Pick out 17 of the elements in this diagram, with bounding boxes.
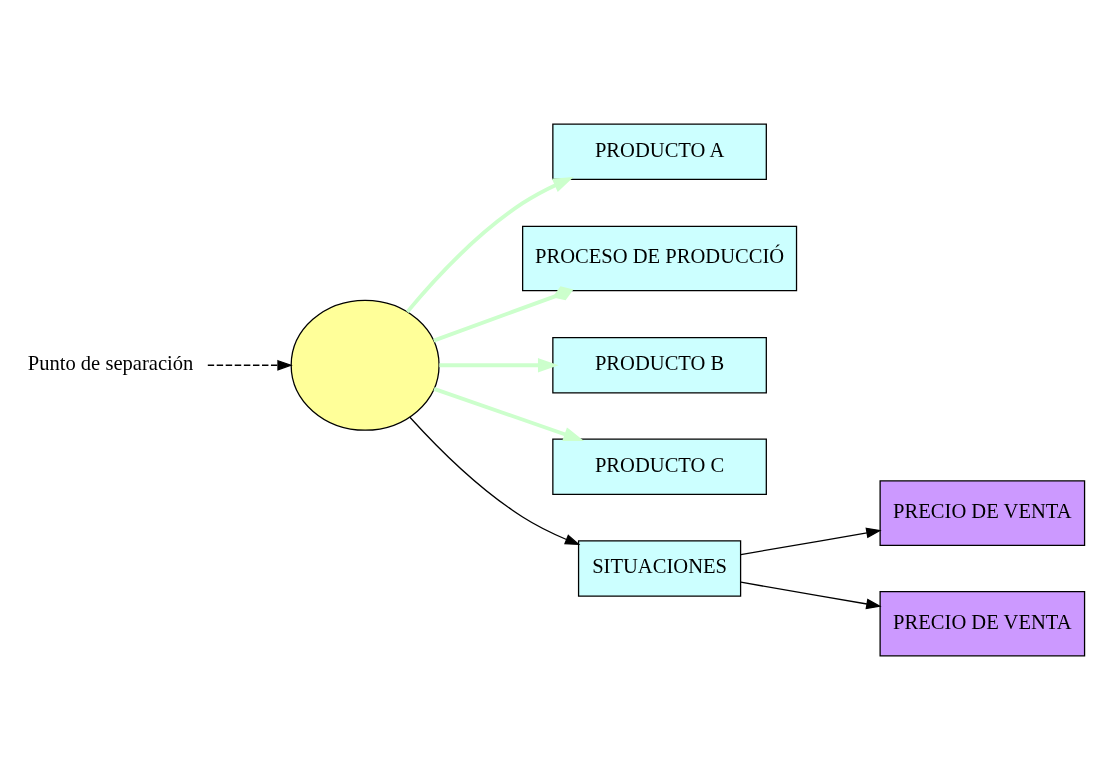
arrow: [740, 527, 882, 555]
arrow: [439, 357, 559, 372]
node-box: PROCESO DE PRODUCCIÓ: [522, 225, 798, 291]
arrow: [207, 359, 293, 371]
arrow: [433, 386, 585, 441]
node-ellipse: [290, 299, 440, 431]
node-box: PRODUCTO B: [552, 336, 767, 394]
arrow: [409, 416, 581, 545]
node-text: Punto de separación: [27, 351, 194, 374]
node-box: PRECIO DE VENTA: [879, 590, 1086, 656]
node-box: PRODUCTO A: [552, 123, 767, 180]
arrow: [405, 176, 574, 313]
node-box: SITUACIONES: [577, 539, 742, 597]
arrow: [740, 581, 882, 609]
connector: [433, 285, 574, 342]
node-box: PRODUCTO C: [552, 438, 767, 495]
node-box: PRECIO DE VENTA: [879, 479, 1086, 546]
